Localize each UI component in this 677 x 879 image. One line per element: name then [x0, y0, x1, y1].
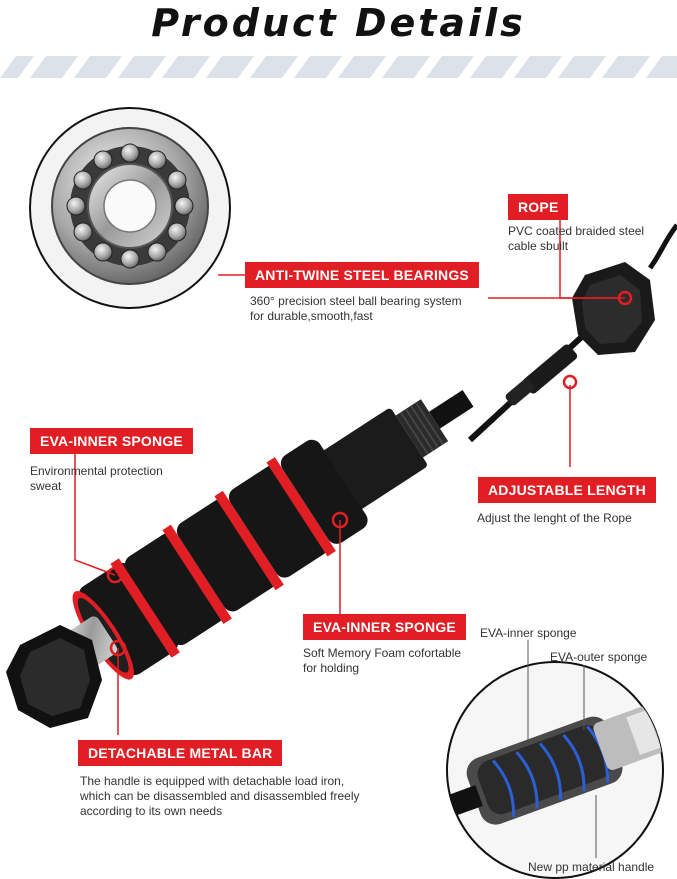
inner-sponge-left-label: EVA-INNER SPONGE	[30, 428, 193, 454]
adjustable-length-desc: Adjust the lenght of the Rope	[477, 511, 632, 525]
cutaway-handle-label: New pp material handle	[528, 860, 655, 874]
metal-bar-label: DETACHABLE METAL BAR	[78, 740, 283, 766]
cutaway-inner-label: EVA-inner sponge	[480, 626, 577, 640]
decorative-stripes	[0, 56, 677, 78]
cutaway-outer-label: EVA-outer sponge	[550, 650, 648, 664]
cutaway-image	[446, 661, 664, 879]
metal-bar-desc: The handle is equipped with detachable l…	[80, 774, 360, 818]
page-title: Product Details	[151, 1, 526, 45]
rope-desc: PVC coated braided steel cable sbuilt	[508, 224, 645, 253]
bearing-image	[29, 107, 231, 309]
inner-sponge-left-desc: Environmental protection sweat	[30, 464, 163, 493]
end-cap-image	[6, 625, 102, 728]
leader-lines	[74, 218, 625, 735]
inner-sponge-center-label: EVA-INNER SPONGE	[303, 614, 466, 640]
adjustable-length-label: ADJUSTABLE LENGTH	[478, 477, 656, 503]
bearings-label: ANTI-TWINE STEEL BEARINGS	[245, 262, 479, 288]
rope-swivel	[467, 223, 677, 443]
inner-sponge-center-desc: Soft Memory Foam cofortable for holding	[303, 646, 462, 675]
bearings-desc: 360° precision steel ball bearing system…	[250, 294, 462, 323]
rope-label: ROPE	[508, 194, 569, 220]
handle-image	[51, 390, 474, 680]
